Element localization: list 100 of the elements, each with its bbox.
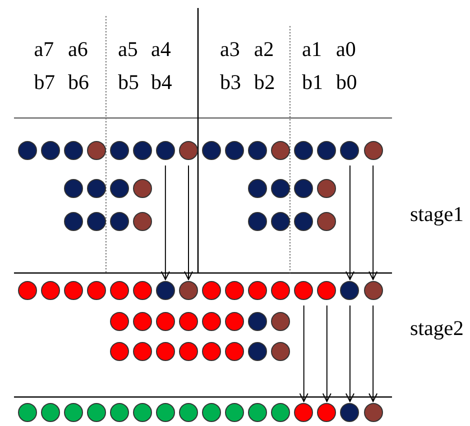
arrow	[345, 165, 354, 280]
bit-dot	[317, 178, 336, 198]
bit-label: a5	[118, 37, 138, 61]
bit-dot	[248, 342, 268, 360]
bit-dot	[86, 212, 106, 230]
bit-dot	[271, 140, 290, 160]
bit-dot	[248, 178, 268, 198]
arrow	[368, 305, 378, 402]
bit-dot	[18, 402, 36, 422]
bit-dot	[18, 140, 36, 160]
arrow	[345, 305, 354, 402]
bit-dot	[178, 342, 198, 360]
bit-label: b5	[118, 70, 139, 94]
bit-dot	[64, 178, 83, 198]
bit-dot	[294, 280, 314, 300]
arrow	[184, 165, 193, 280]
bit-dot	[156, 280, 175, 300]
bit-label: b2	[254, 70, 275, 94]
bit-dot	[110, 178, 129, 198]
bit-dot	[156, 402, 175, 422]
bit-dot	[271, 178, 290, 198]
bit-dot	[271, 342, 290, 360]
bit-label: b1	[302, 70, 323, 94]
bit-dot	[178, 402, 198, 422]
bit-dot	[248, 402, 268, 422]
bit-dot	[364, 402, 383, 422]
bit-dot	[110, 342, 129, 360]
bit-dot	[132, 402, 152, 422]
bit-dot	[317, 402, 336, 422]
arrow	[322, 305, 332, 402]
bit-dot	[40, 280, 60, 300]
bit-dot	[86, 178, 106, 198]
bit-label: a2	[254, 37, 274, 61]
arrow	[368, 165, 378, 280]
bit-dot	[132, 280, 152, 300]
bit-dot	[294, 212, 314, 230]
bit-dot	[294, 178, 314, 198]
bit-dot	[178, 140, 198, 160]
bit-dot	[40, 402, 60, 422]
bit-dot	[156, 312, 175, 330]
bit-dot	[364, 280, 383, 300]
bit-dot	[340, 140, 360, 160]
bit-dot	[340, 280, 360, 300]
bit-dot	[317, 280, 336, 300]
bit-label: b4	[151, 70, 172, 94]
bit-dot	[40, 140, 60, 160]
stage-label: stage1	[410, 202, 464, 226]
bit-dot	[271, 312, 290, 330]
bit-dot	[294, 402, 314, 422]
bit-dot	[364, 140, 383, 160]
bit-dot	[132, 212, 152, 230]
bit-dot	[86, 280, 106, 300]
bit-dot	[248, 140, 268, 160]
bit-dot	[110, 280, 129, 300]
bit-dot	[64, 140, 83, 160]
bit-dot	[225, 280, 244, 300]
bit-dot	[225, 312, 244, 330]
stage-label: stage2	[410, 316, 464, 340]
bit-dot	[132, 178, 152, 198]
bit-dot	[156, 342, 175, 360]
bit-dot	[225, 402, 244, 422]
bit-label: b7	[34, 70, 55, 94]
bit-dot	[202, 402, 222, 422]
bit-dot	[86, 140, 106, 160]
bit-label: b3	[220, 70, 241, 94]
bit-dot	[18, 280, 36, 300]
bit-dot	[248, 280, 268, 300]
bit-label: a1	[302, 37, 322, 61]
bit-dot	[202, 140, 222, 160]
bit-dot	[86, 402, 106, 422]
bit-dot	[202, 280, 222, 300]
bit-dot	[64, 212, 83, 230]
arrow	[160, 165, 170, 280]
bit-dot	[225, 140, 244, 160]
bit-dot	[225, 342, 244, 360]
bit-dot	[317, 140, 336, 160]
bit-dot	[202, 312, 222, 330]
bit-dot	[317, 212, 336, 230]
bit-label: a0	[336, 37, 356, 61]
bit-dot	[110, 140, 129, 160]
bit-dot	[178, 312, 198, 330]
bit-dot	[248, 212, 268, 230]
bit-dot	[64, 280, 83, 300]
bit-dot	[271, 280, 290, 300]
bit-dot	[248, 312, 268, 330]
bit-label: a4	[151, 37, 171, 61]
arrow	[299, 305, 308, 402]
bit-dot	[132, 140, 152, 160]
bit-dot	[110, 312, 129, 330]
bit-dot	[110, 402, 129, 422]
bit-dot	[294, 140, 314, 160]
bit-dot	[271, 402, 290, 422]
bit-dot	[178, 280, 198, 300]
bit-dot	[64, 402, 83, 422]
bit-dot	[132, 312, 152, 330]
bit-dot	[340, 402, 360, 422]
bit-label: a7	[34, 37, 54, 61]
bit-dot	[110, 212, 129, 230]
bit-dot	[271, 212, 290, 230]
bit-label: a6	[68, 37, 88, 61]
